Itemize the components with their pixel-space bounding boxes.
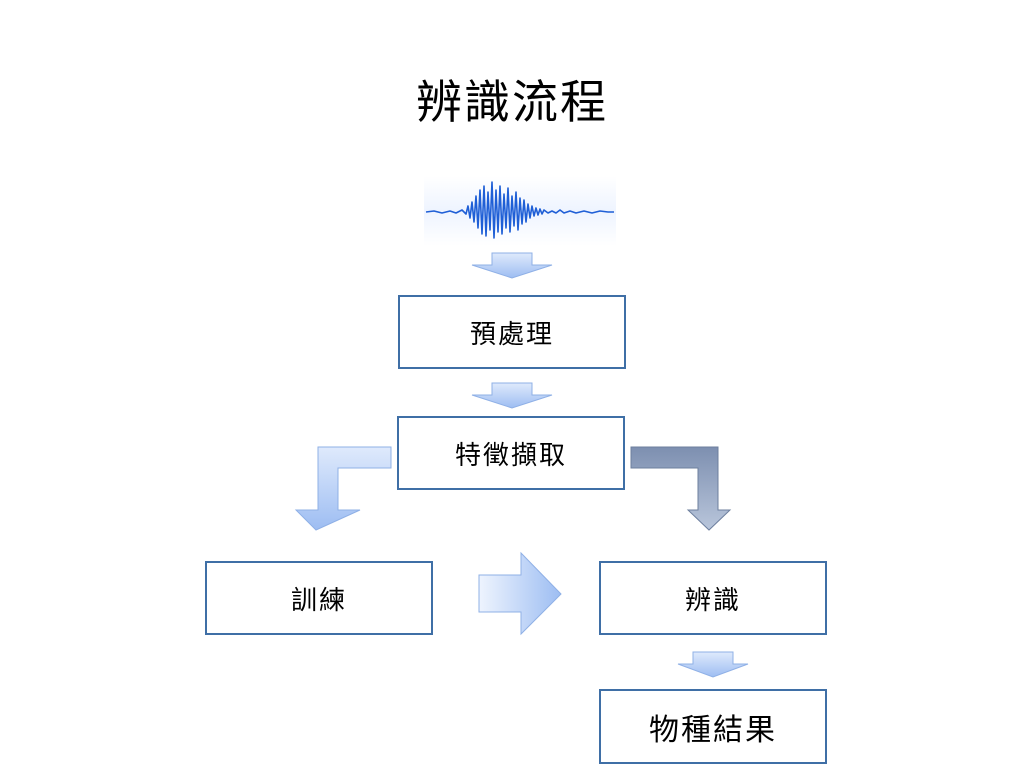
down-arrow-waveform-to-preprocess (471, 252, 553, 279)
preprocess-step-box: 預處理 (398, 295, 626, 369)
waveform-signal (425, 181, 614, 239)
feature-extraction-step-box: 特徵擷取 (397, 416, 625, 490)
down-arrow-preprocess-to-feature (471, 382, 553, 409)
bent-arrow-feature-to-training (294, 446, 392, 531)
training-step-box: 訓練 (205, 561, 433, 635)
recognition-step-box: 辨識 (599, 561, 827, 635)
right-arrow-training-to-recognition (478, 551, 562, 636)
down-arrow-recognition-to-result (677, 651, 749, 678)
species-result-box: 物種結果 (599, 689, 827, 764)
bent-arrow-feature-to-recognition (630, 446, 732, 531)
page-title: 辨識流程 (416, 75, 608, 129)
audio-waveform-icon (424, 176, 616, 246)
